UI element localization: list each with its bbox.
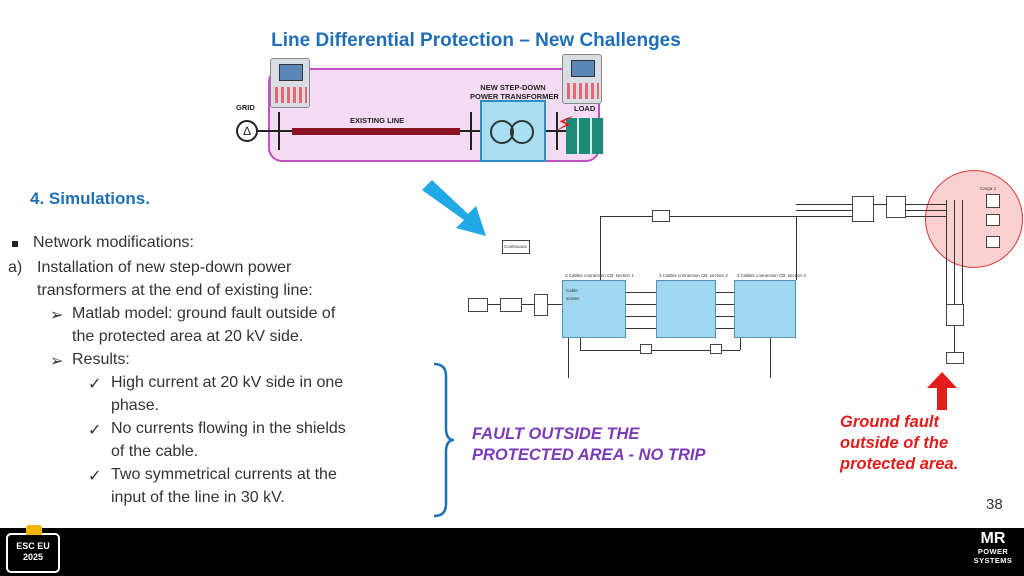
red-arrow-icon <box>927 372 957 410</box>
switch-block <box>652 210 670 222</box>
load-label: LOAD <box>574 104 596 113</box>
relay-icon <box>562 54 602 104</box>
screen-port-label: screen <box>566 296 580 301</box>
arrow-bullet-icon: ➢ <box>50 353 64 370</box>
grid-feeder <box>258 130 278 132</box>
cable-port-label: Cable <box>566 288 578 293</box>
item-a-line1: Installation of new step-down power <box>37 259 292 276</box>
load-grid-icon <box>566 118 604 154</box>
result-1-line1: High current at 20 kV side in one <box>111 374 344 391</box>
scope-block <box>710 344 722 354</box>
results-heading: Results: <box>72 351 130 368</box>
ground-fault-block <box>946 352 964 364</box>
transformer-winding-2 <box>510 120 534 144</box>
simulink-model: Continuous 3 Cables connection CB: secti… <box>440 170 1024 390</box>
matlab-model-line1: Matlab model: ground fault outside of <box>72 305 336 322</box>
bullet-network-modifications: Network modifications: <box>33 234 194 251</box>
page-title: Line Differential Protection – New Chall… <box>271 30 681 51</box>
existing-line-bar <box>292 128 460 135</box>
result-3-line1: Two symmetrical currents at the <box>111 466 337 483</box>
existing-line-label: EXISTING LINE <box>350 116 405 125</box>
grid-label: GRID <box>236 103 255 112</box>
load-feeder <box>546 130 566 132</box>
load-block-label: Carga 2 <box>980 186 997 191</box>
ground-fault-callout: Ground fault outside of the protected ar… <box>840 413 959 473</box>
load-element <box>986 236 1000 248</box>
result-2-line1: No currents flowing in the shields <box>111 420 346 437</box>
grid-source-icon: ∆ <box>236 120 258 142</box>
no-trip-callout: FAULT OUTSIDE THE PROTECTED AREA - NO TR… <box>472 425 706 464</box>
right-brace-icon <box>433 362 455 518</box>
scope-block <box>640 344 652 354</box>
continuous-label: Continuous <box>504 244 527 249</box>
relay-icon <box>270 58 310 108</box>
matlab-model-line2: the protected area at 20 kV side. <box>72 328 304 345</box>
cable-section-3: 3 Cables connection CB: section 3 <box>734 273 806 338</box>
result-1-line2: phase. <box>111 397 160 414</box>
square-bullet-icon <box>12 241 18 247</box>
item-a-marker: a) <box>8 259 23 276</box>
fault-block <box>946 304 964 326</box>
measurement-block <box>886 196 906 218</box>
breaker-block <box>534 294 548 316</box>
blue-arrow-icon <box>422 180 486 236</box>
page-number: 38 <box>986 496 1003 513</box>
series-block <box>500 298 522 312</box>
check-icon: ✓ <box>88 468 102 485</box>
network-schematic: GRID ∆ EXISTING LINE NEW STEP-DOWN POWER… <box>230 54 620 168</box>
load-element <box>986 214 1000 226</box>
section-title: 4. Simulations. <box>30 189 150 208</box>
result-3-line2: input of the line in 30 kV. <box>111 489 285 506</box>
fault-area-highlight <box>925 170 1023 268</box>
cable-section-1: 3 Cables connection CB: section 1 <box>562 273 634 338</box>
plug-icon <box>26 525 42 535</box>
check-icon: ✓ <box>88 422 102 439</box>
busbar-mid <box>470 112 472 150</box>
source-block <box>468 298 488 312</box>
result-2-line2: of the cable. <box>111 443 199 460</box>
esc-eu-logo: ESC EU 2025 <box>6 525 60 573</box>
check-icon: ✓ <box>88 376 102 393</box>
footer-bar <box>0 528 1024 576</box>
arrow-bullet-icon: ➢ <box>50 307 64 324</box>
cable-section-2: 3 Cables connection CB: section 2 <box>656 273 728 338</box>
load-block <box>986 194 1000 208</box>
transformer-label-2: POWER TRANSFORMER <box>470 92 559 101</box>
transformer-icon <box>480 100 546 162</box>
protected-area-box <box>268 68 600 162</box>
item-a-line2: transformers at the end of existing line… <box>37 282 313 299</box>
transformer-label-1: NEW STEP-DOWN <box>480 83 546 92</box>
transformer-block <box>852 196 874 222</box>
mr-power-systems-logo: MR POWER SYSTEMS <box>973 530 1013 566</box>
continuous-block <box>502 240 530 254</box>
